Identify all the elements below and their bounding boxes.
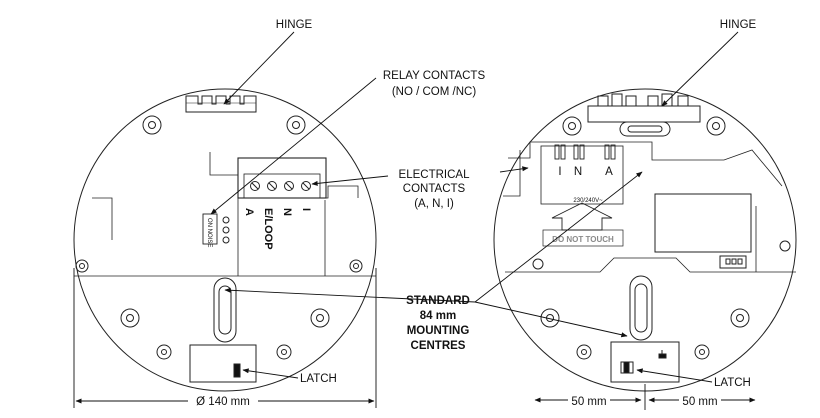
right-screw-bottom-right-icon [694,344,710,360]
left-screw-top-left-icon [142,115,162,135]
voltage-label: 230/240V~ [573,198,603,204]
hinge-left-label: HINGE [276,19,313,31]
left-dip-switch [202,213,218,245]
left-terminal-screw-icon [250,181,260,191]
left-led-icon [222,216,230,244]
left-mounting-slot [213,277,237,343]
left-terminal-screw-icon [301,181,311,191]
right-base-unit [493,88,797,392]
half-width-right-label: 50 mm [682,396,717,408]
left-screw-bottom-left-icon [156,344,172,360]
right-screw-side-left-icon [532,258,544,270]
left-outer-ring [73,88,377,392]
left-switch-text: ON NOISE [206,218,212,247]
left-terminal-i: I [300,208,312,211]
right-terminal-i: I [558,166,561,178]
electrical-contacts-line1: ELECTRICAL [399,169,471,181]
right-terminal-a: A [605,166,613,178]
right-terminal-pins [554,144,616,160]
latch-left-label: LATCH [300,373,337,385]
standard-line3: MOUNTING [407,325,470,337]
left-hinge-icon [185,95,257,113]
left-screw-side-left-icon [75,259,89,273]
right-connector-icon [719,255,747,269]
right-screw-mid-left-icon [540,308,560,328]
hinge-right-label: HINGE [720,19,757,31]
left-latch-housing [189,344,257,383]
left-terminal-eloop: E/LOOP [262,208,274,250]
right-screw-top-left-icon [562,116,582,136]
left-terminal-labels: I N E/LOOP A ON NOISE [206,208,312,250]
leader-lines [210,31,739,383]
standard-line2: 84 mm [420,310,456,322]
left-screw-top-right-icon [286,115,306,135]
right-screw-side-right-icon [779,240,791,252]
relay-contacts-subtitle: (NO / COM /NC) [392,86,476,98]
diameter-label: Ø 140 mm [196,396,250,408]
left-terminal-block [237,157,327,199]
electrical-contacts-line3: (A, N, I) [414,198,454,210]
left-screw-bottom-right-icon [276,344,292,360]
right-mounting-slot [629,275,653,341]
left-terminal-n: N [281,208,293,216]
right-screw-top-right-icon [706,116,726,136]
left-screw-mid-right-icon [310,308,330,328]
right-hinge-icon [587,93,701,137]
left-terminal-screw-icon [284,181,294,191]
do-not-touch-label: DO NOT TOUCH [552,235,614,244]
left-terminal-a: A [243,208,255,216]
right-terminal-tray [540,145,624,205]
left-base-unit [73,88,377,392]
half-width-left-label: 50 mm [571,396,606,408]
right-latch-icon [620,361,634,374]
relay-contacts-title: RELAY CONTACTS [383,70,486,82]
right-latch-housing [610,341,680,383]
right-screw-bottom-left-icon [576,344,592,360]
right-pcb-module [654,193,752,253]
left-screw-mid-left-icon [120,308,140,328]
left-screw-side-right-icon [349,259,363,273]
standard-line1: STANDARD [406,295,470,307]
right-terminal-n: N [574,166,582,178]
right-screw-mid-right-icon [730,308,750,328]
do-not-touch-arrow-icon [551,202,613,231]
right-latch-mark-icon [658,353,667,359]
left-latch-icon [233,363,241,378]
left-terminal-screw-icon [267,181,277,191]
standard-line4: CENTRES [411,340,466,352]
electrical-contacts-line2: CONTACTS [403,183,466,195]
latch-right-label: LATCH [714,377,751,389]
left-diameter-dimension [73,268,377,408]
